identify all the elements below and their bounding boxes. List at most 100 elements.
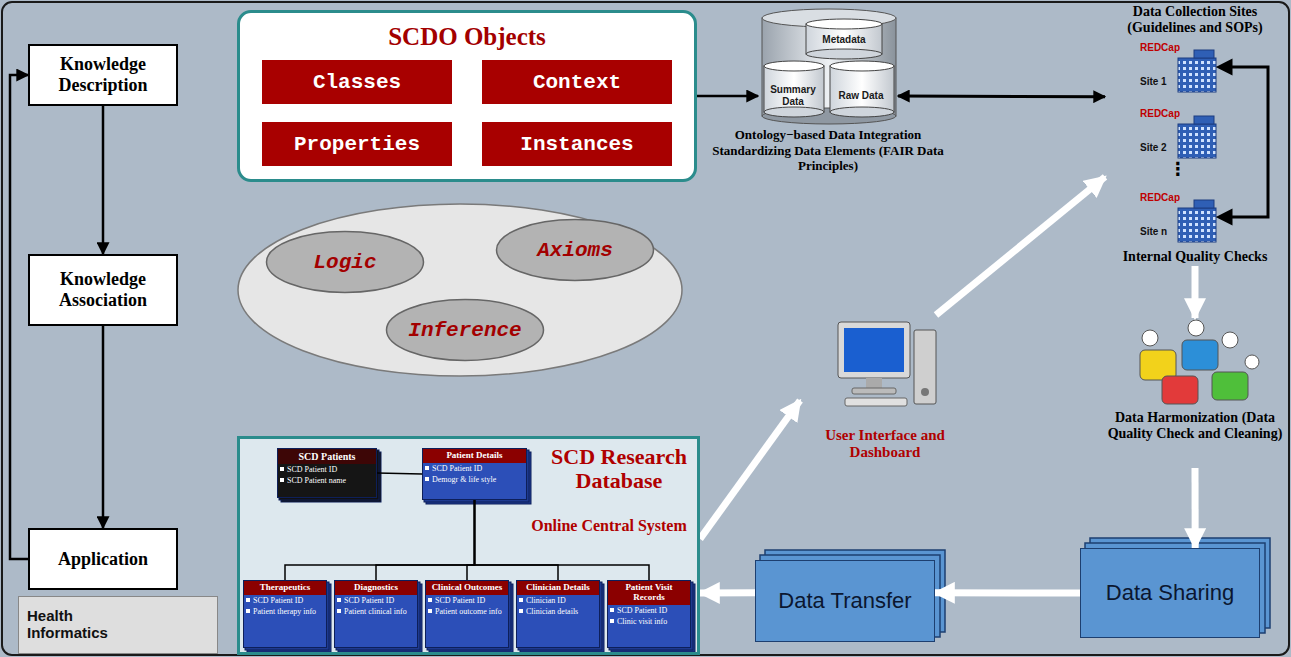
node-text: Properties [294, 133, 420, 156]
node-text: Data Collection Sites (Guidelines and SO… [1105, 4, 1285, 36]
flow-arrow [935, 589, 1080, 596]
computer-icon-part [845, 398, 907, 406]
site-buildings-part [1178, 208, 1216, 242]
harmonization-node: Data Harmonization (Data Quality Check a… [1105, 318, 1285, 468]
node-text: Online Central System [521, 517, 697, 535]
site-node: REDCapSite n [1140, 192, 1216, 242]
flow-arrow [1192, 266, 1199, 318]
node-text: Raw Data [830, 90, 892, 102]
node-text: Data Harmonization (Data Quality Check a… [1105, 410, 1285, 442]
puzzle-icon-part [1142, 330, 1158, 346]
connector [10, 75, 28, 559]
card-header: Patient Visit Records [608, 581, 690, 605]
computer-icon-part [866, 378, 882, 388]
database-icon-part [830, 107, 894, 117]
logic-ellipse: Logic [265, 230, 425, 294]
object-box: Properties [262, 122, 452, 166]
flow-arrow [700, 589, 755, 596]
connector [102, 106, 105, 254]
card-field: Clinic visit info [608, 616, 690, 627]
database-panel-ground-part [237, 436, 700, 655]
node-text: Health Informatics [27, 607, 137, 642]
database-icon-part [830, 61, 894, 71]
node-text: Internal Quality Checks [1105, 249, 1285, 265]
card-header: Clinician Details [517, 581, 599, 595]
table-card: Clinician DetailsClinician IDClinician d… [516, 580, 600, 648]
database-icon-part [806, 49, 882, 59]
database-icon [762, 9, 896, 124]
table-card: Clinical OutcomesSCD Patient IDPatient o… [425, 580, 509, 648]
connector [376, 500, 475, 580]
database-icon-part [762, 108, 896, 124]
node-text: Instances [520, 133, 633, 156]
database-icon-part [764, 61, 824, 71]
node-text: Site 2 [1140, 142, 1176, 153]
site-node: REDCapSite 2 [1140, 108, 1216, 158]
card-field: SCD Patient ID [423, 463, 526, 474]
database-panel-ground [237, 436, 700, 655]
site-buildings [1178, 50, 1216, 242]
site-node: REDCapSite 1 [1140, 42, 1216, 92]
process-box: Application [28, 528, 178, 590]
card-field: SCD Patient ID [244, 595, 326, 606]
node-text: Inference [408, 319, 521, 342]
site-buildings-part [1178, 124, 1216, 158]
table-card: Patient Visit RecordsSCD Patient IDClini… [607, 580, 691, 648]
database-icon-part [764, 66, 824, 112]
node-text: Classes [313, 71, 401, 94]
card-field: SCD Patient ID [608, 605, 690, 616]
dashboard-node: User Interface and Dashboard [800, 315, 970, 465]
card-field: Patient outcome info [426, 606, 508, 617]
site-buildings-part [1194, 50, 1214, 58]
process-box: Knowledge Description [28, 44, 178, 106]
card-field: Clinician details [517, 606, 599, 617]
site-loop-bracket-part [1219, 61, 1231, 73]
node-text: SCDO Objects [240, 23, 694, 51]
sites-group: Data Collection Sites (Guidelines and SO… [1105, 4, 1285, 266]
object-box: Context [482, 60, 672, 104]
node-text: Metadata [808, 34, 880, 46]
node-text: Summary Data [764, 84, 822, 107]
puzzle-icon-part [1245, 355, 1259, 369]
flow-arrow [700, 401, 800, 539]
card-header: SCD Patients [278, 449, 376, 464]
puzzle-icon-part [1162, 376, 1198, 404]
knowledge-ellipse [238, 204, 682, 376]
site-loop-bracket [1219, 61, 1268, 223]
card-header: Diagnostics [335, 581, 417, 595]
node-text: Context [533, 71, 621, 94]
computer-icon-part [844, 328, 904, 372]
database-panel: SCD Research DatabaseOnline Central Syst… [237, 436, 700, 655]
connector [467, 500, 475, 580]
node-text: Data Transfer [778, 588, 911, 614]
logic-ellipse: Axioms [495, 218, 655, 282]
card-field: Patient clinical info [335, 606, 417, 617]
connector [377, 473, 422, 474]
connector [475, 500, 559, 580]
puzzle-icon [1140, 320, 1259, 404]
ellipsis-mark: ⋮ [1166, 158, 1190, 179]
card-field: Clinician ID [517, 595, 599, 606]
site-loop-bracket-part [1219, 211, 1231, 223]
site-buildings-part [1194, 116, 1214, 124]
caption-text: Ontology−based Data Integration Standard… [700, 127, 956, 174]
table-card: SCD PatientsSCD Patient IDSCD Patient na… [277, 448, 377, 498]
process-box: Knowledge Association [28, 254, 178, 326]
computer-icon-part [838, 322, 910, 378]
database-icon-part [806, 19, 882, 29]
database-node: MetadataSummary Data Raw Data [758, 8, 898, 123]
logic-ellipse: Inference [385, 298, 545, 362]
site-buildings-part [1178, 58, 1216, 92]
node-text: REDCap [1140, 42, 1184, 53]
process-box: Data Transfer [755, 560, 935, 642]
node-text: Knowledge Description [34, 54, 172, 96]
flow-arrow [936, 177, 1105, 315]
card-field: Patient therapy info [244, 606, 326, 617]
informatics-box: Health Informatics [18, 596, 218, 654]
flow-arrow [1192, 468, 1199, 548]
node-text: SCD Research Database [540, 445, 698, 493]
process-box: Data Sharing [1080, 548, 1260, 638]
node-text: User Interface and Dashboard [800, 427, 970, 462]
objects-panel: SCDO ObjectsClasses ContextProperties Inst… [237, 10, 697, 182]
